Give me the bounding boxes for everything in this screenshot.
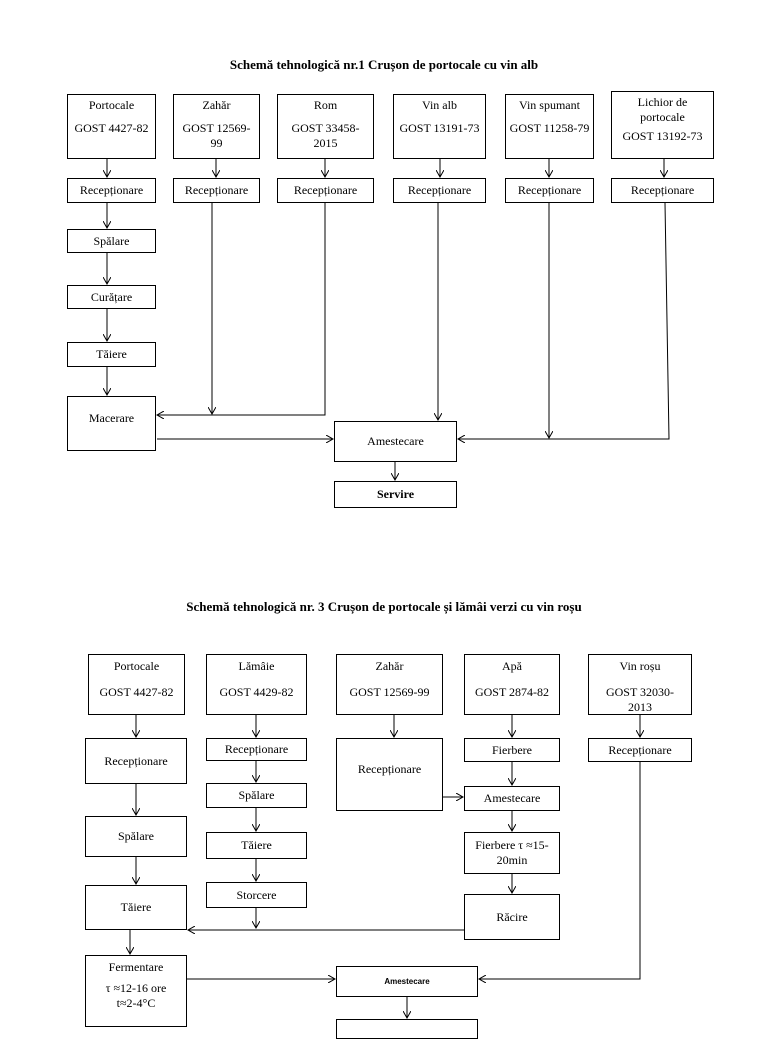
- step-macerare: Macerare: [67, 396, 156, 451]
- step-amestecare-final: Amestecare: [336, 966, 478, 997]
- ingredient-name: Vin alb: [422, 98, 457, 112]
- ingredient-code: GOST 13191-73: [399, 121, 480, 135]
- step-fermentare: Fermentare τ ≈12-16 ore t≈2-4°C: [85, 955, 187, 1027]
- step-curatare: Curățare: [67, 285, 156, 309]
- fermentare-time: τ ≈12-16 ore: [105, 981, 167, 995]
- step-fierbere-timp: Fierbere τ ≈15-20min: [464, 832, 560, 874]
- step-receptionare: Recepționare: [336, 738, 443, 811]
- step-receptionare: Recepționare: [611, 178, 714, 203]
- ingredient-portocale: Portocale GOST 4427-82: [67, 94, 156, 159]
- ingredient-portocale: Portocale GOST 4427-82: [88, 654, 185, 715]
- step-receptionare: Recepționare: [393, 178, 486, 203]
- ingredient-apa: Apă GOST 2874-82: [464, 654, 560, 715]
- ingredient-name: Apă: [502, 659, 522, 673]
- ingredient-code: GOST 4427-82: [99, 685, 174, 699]
- step-storcere: Storcere: [206, 882, 307, 908]
- step-taiere: Tăiere: [67, 342, 156, 367]
- step-racire: Răcire: [464, 894, 560, 940]
- step-amestecare: Amestecare: [464, 786, 560, 811]
- arrow: [479, 762, 641, 979]
- step-receptionare: Recepționare: [277, 178, 374, 203]
- ingredient-vin-rosu: Vin roșu GOST 32030-2013: [588, 654, 692, 715]
- ingredient-code: GOST 2874-82: [474, 685, 550, 699]
- ingredient-code: GOST 13192-73: [622, 129, 703, 143]
- ingredient-code: GOST 11258-79: [509, 121, 590, 135]
- step-servire: Servire: [334, 481, 457, 508]
- step-receptionare: Recepționare: [67, 178, 156, 203]
- step-fierbere: Fierbere: [464, 738, 560, 762]
- scheme1-title: Schemă tehnologică nr.1 Crușon de portoc…: [229, 57, 539, 72]
- step-receptionare: Recepționare: [588, 738, 692, 762]
- ingredient-code: GOST 32030-2013: [605, 685, 675, 714]
- ingredient-lamaie: Lămâie GOST 4429-82: [206, 654, 307, 715]
- step-receptionare: Recepționare: [173, 178, 260, 203]
- step-amestecare: Amestecare: [334, 421, 457, 462]
- arrow: [458, 202, 670, 439]
- ingredient-code: GOST 33458-2015: [291, 121, 360, 150]
- ingredient-code: GOST 4427-82: [74, 121, 149, 135]
- ingredient-name: Lămâie: [238, 659, 275, 673]
- ingredient-vin-alb: Vin alb GOST 13191-73: [393, 94, 486, 159]
- ingredient-rom: Rom GOST 33458-2015: [277, 94, 374, 159]
- ingredient-code: GOST 4429-82: [219, 685, 294, 699]
- ingredient-name: Portocale: [113, 659, 160, 673]
- step-spalare: Spălare: [85, 816, 187, 857]
- ingredient-name: Vin spumant: [519, 98, 580, 112]
- arrow: [157, 203, 326, 415]
- ingredient-name: Lichior de portocale: [637, 95, 688, 124]
- step-spalare: Spălare: [206, 783, 307, 808]
- ingredient-code: GOST 12569-99: [182, 121, 251, 150]
- step-receptionare: Recepționare: [85, 738, 187, 784]
- step-receptionare: Recepționare: [206, 738, 307, 761]
- ingredient-vin-spumant: Vin spumant GOST 11258-79: [505, 94, 594, 159]
- ingredient-zahar: Zahăr GOST 12569-99: [336, 654, 443, 715]
- ingredient-name: Vin roșu: [619, 659, 661, 673]
- ingredient-name: Zahăr: [375, 659, 404, 673]
- fermentare-temperature: t≈2-4°C: [116, 996, 156, 1010]
- ingredient-name: Zahăr: [202, 98, 231, 112]
- step-spalare: Spălare: [67, 229, 156, 253]
- step-taiere: Tăiere: [85, 885, 187, 930]
- ingredient-zahar: Zahăr GOST 12569-99: [173, 94, 260, 159]
- step-taiere: Tăiere: [206, 832, 307, 859]
- ingredient-name: Rom: [313, 98, 338, 112]
- fermentare-label: Fermentare: [108, 960, 164, 974]
- ingredient-code: GOST 12569-99: [349, 685, 430, 699]
- ingredient-lichior: Lichior de portocale GOST 13192-73: [611, 91, 714, 159]
- scheme3-title: Schemă tehnologică nr. 3 Crușon de porto…: [186, 599, 582, 614]
- step-receptionare: Recepționare: [505, 178, 594, 203]
- ingredient-name: Portocale: [88, 98, 135, 112]
